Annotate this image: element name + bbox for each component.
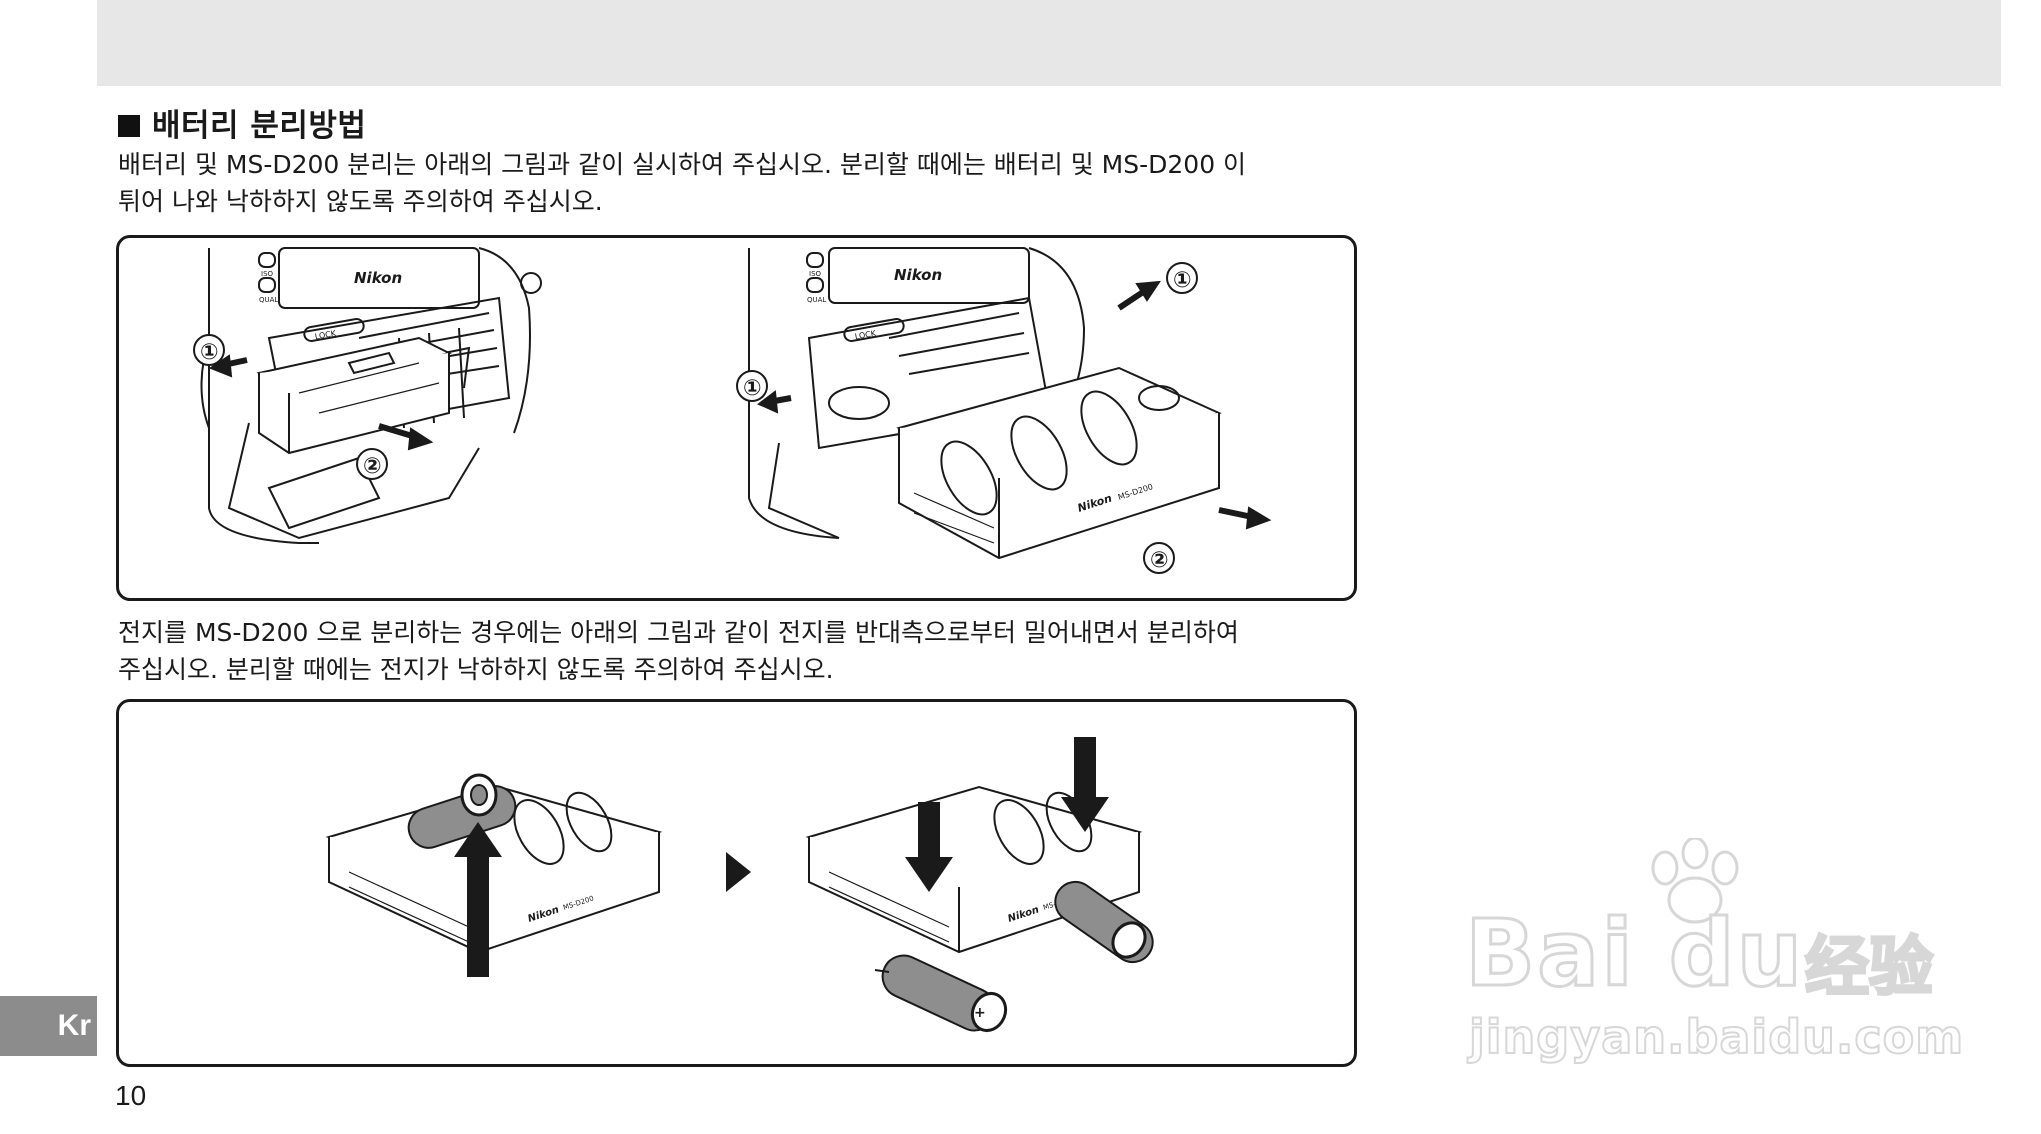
baidu-jingyan-watermark: Bai du 经验 jingyan.baidu.com — [1455, 830, 1964, 1080]
figure1-illustration: Nikon ISO QUAL LOCK — [193, 247, 1272, 574]
qual-button-label: QUAL — [807, 296, 826, 304]
page-number: 10 — [115, 1080, 147, 1111]
iso-button-label: ISO — [261, 270, 274, 278]
removed-aa-battery — [1054, 880, 1154, 964]
camera-lcd-screen — [828, 247, 1030, 304]
paragraph-line: 튀어 나와 낙하하지 않도록 주의하여 주십시오. — [118, 187, 603, 216]
step-1-marker — [1166, 262, 1198, 294]
ms-d200-holder-right: Nikon MS-D200 — [896, 366, 1222, 560]
language-tab-label: Kr — [57, 1009, 91, 1042]
section-title-text: 배터리 분리방법 — [152, 108, 367, 144]
push-down-arrows — [905, 737, 1109, 892]
figure2-illustration: Nikon MS-D200 Nikon MS-D200 — [325, 737, 1154, 1032]
step-1-label: ① — [200, 340, 219, 365]
step-2-label: ② — [363, 454, 382, 479]
paragraph-line: 전지를 MS-D200 으로 분리하는 경우에는 아래의 그림과 같이 전지를 … — [118, 618, 1239, 647]
paragraph-line: 배터리 및 MS-D200 분리는 아래의 그림과 같이 실시하여 주십시오. … — [118, 150, 1247, 179]
language-tab: Kr — [0, 996, 97, 1056]
lock-label: LOCK — [854, 329, 877, 342]
next-step-triangle-icon — [726, 852, 751, 892]
ms-d200-holder-left: Nikon MS-D200 — [325, 773, 663, 954]
watermark-url: jingyan.baidu.com — [1468, 1009, 1965, 1065]
removal-arrows-right — [757, 280, 1272, 530]
paragraph-battery-extraction: 전지를 MS-D200 으로 분리하는 경우에는 아래의 그림과 같이 전지를 … — [118, 614, 1358, 688]
figure-removal-aa-batteries: Nikon MS-D200 Nikon MS-D200 — [116, 699, 1357, 1067]
step-1-label: ① — [1173, 268, 1192, 293]
push-up-arrow — [454, 822, 502, 977]
step-1-marker — [736, 370, 768, 402]
removal-arrows-left — [208, 354, 434, 451]
header-band — [97, 0, 2001, 86]
watermark-brand-cn: 经验 — [1804, 930, 1935, 1007]
battery-pack-left — [256, 336, 452, 455]
svg-text:+: + — [974, 1005, 986, 1021]
step-2-marker — [356, 448, 388, 480]
camera-lcd-screen — [278, 247, 480, 309]
camera-brand-label: Nikon — [894, 266, 942, 284]
step-1-marker — [193, 334, 225, 366]
camera-brand-label: Nikon — [354, 269, 402, 287]
square-bullet-icon — [118, 115, 140, 137]
figure-removal-battery-holder: Nikon ISO QUAL LOCK — [116, 235, 1357, 601]
paragraph-line: 주십시오. 분리할 때에는 전지가 낙하하지 않도록 주의하여 주십시오. — [118, 655, 834, 684]
paw-logo-icon — [1651, 838, 1739, 924]
step-2-label: ② — [1150, 548, 1169, 573]
paragraph-battery-removal: 배터리 및 MS-D200 분리는 아래의 그림과 같이 실시하여 주십시오. … — [118, 146, 1358, 220]
step-1-label: ① — [743, 376, 762, 401]
lock-label: LOCK — [314, 329, 337, 342]
iso-button-label: ISO — [809, 270, 822, 278]
watermark-brand: Bai du — [1463, 899, 1805, 1009]
section-title: 배터리 분리방법 — [118, 100, 366, 145]
step-2-marker — [1143, 542, 1175, 574]
removed-aa-battery: + — [874, 954, 1008, 1032]
qual-button-label: QUAL — [259, 296, 278, 304]
